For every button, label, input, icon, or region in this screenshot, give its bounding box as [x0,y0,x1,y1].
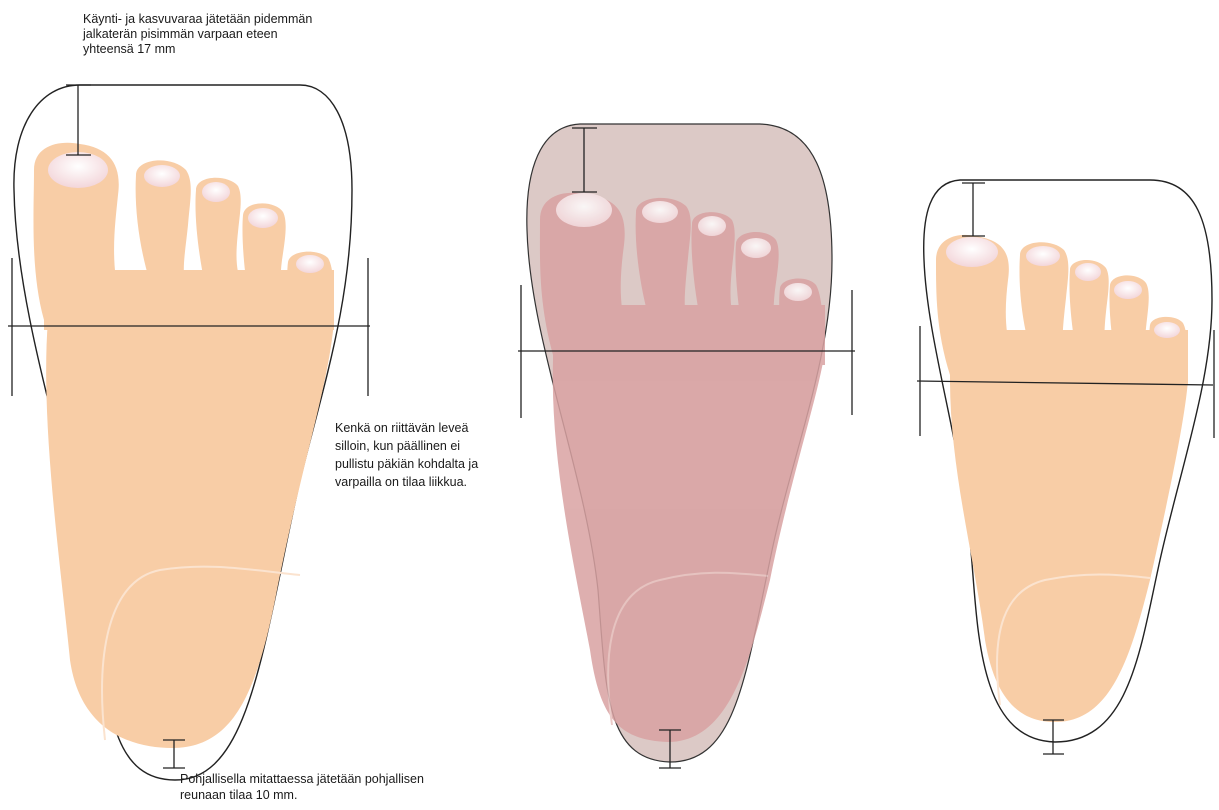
insole-margin-note: Pohjallisella mitattaessa jätetään pohja… [180,771,500,803]
right-figure [917,180,1214,754]
left-foot [33,143,334,748]
right-foot [936,235,1188,722]
toe-allowance-note: Käynti- ja kasvuvaraa jätetään pidemmän … [83,12,383,57]
left-big-toe-nail [48,152,108,188]
middle-figure [518,124,855,768]
left-figure [8,85,370,780]
width-fit-note: Kenkä on riittävän leveä silloin, kun pä… [335,419,535,491]
